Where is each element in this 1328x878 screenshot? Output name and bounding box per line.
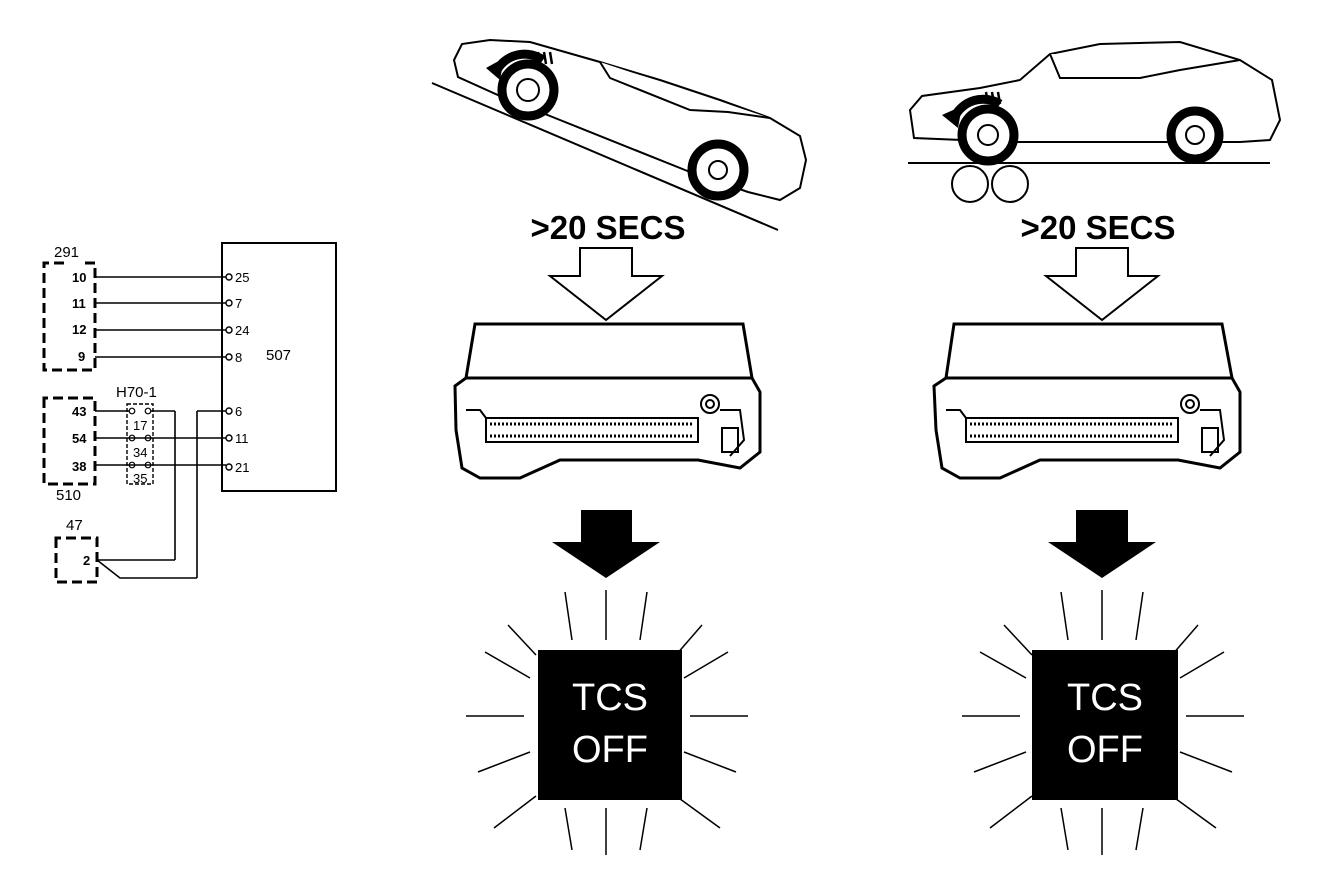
panel-incline: >20 SECS xyxy=(431,38,808,855)
connector-510-pin: 54 xyxy=(72,431,87,446)
connector-510-pin: 43 xyxy=(72,404,86,419)
wires-47 xyxy=(96,559,197,579)
hollow-arrow-icon xyxy=(547,247,665,322)
connector-47-box xyxy=(54,536,99,584)
connector-510-label: 510 xyxy=(56,487,81,504)
module-507-pins xyxy=(225,273,233,471)
connector-h70-pin: 35 xyxy=(133,471,147,486)
panel-rollers: >20 SECS xyxy=(908,40,1282,855)
lamp-text-line1: TCS xyxy=(572,677,648,719)
tcs-off-lamp xyxy=(538,650,682,800)
connector-h70-box xyxy=(126,403,154,485)
connector-510-pin: 38 xyxy=(72,459,86,474)
connector-510-box xyxy=(42,396,97,486)
connector-291-label: 291 xyxy=(54,244,79,261)
wiring-schematic: 291 10 11 12 9 507 25 7 24 8 6 11 21 xyxy=(42,242,337,584)
connector-291-pin: 11 xyxy=(72,296,86,311)
wires-510-507 xyxy=(95,410,226,578)
solid-arrow-icon xyxy=(1048,510,1156,578)
car-on-rollers-illustration xyxy=(908,40,1282,203)
module-507-pin: 25 xyxy=(235,270,249,285)
lamp-text-line2: OFF xyxy=(572,729,648,771)
lamp-rays xyxy=(962,590,1244,855)
connector-47-pin: 2 xyxy=(83,553,90,568)
module-507-pin: 21 xyxy=(235,460,249,475)
connector-h70-pin: 34 xyxy=(133,445,147,460)
connector-291-pin: 9 xyxy=(78,349,85,364)
module-507-pin: 7 xyxy=(235,296,242,311)
module-507-label: 507 xyxy=(266,347,291,364)
connector-291-box xyxy=(42,261,97,372)
module-507-pin: 6 xyxy=(235,404,242,419)
module-507-box xyxy=(221,242,337,492)
module-507-pin: 8 xyxy=(235,350,242,365)
connector-h70-label: H70-1 xyxy=(116,384,157,401)
solid-arrow-icon xyxy=(552,510,660,578)
wires-291-507 xyxy=(95,276,226,358)
lamp-text-line2: OFF xyxy=(1067,729,1143,771)
connector-47-label: 47 xyxy=(66,517,83,534)
hollow-arrow-icon xyxy=(1043,247,1161,322)
module-507-pin: 11 xyxy=(235,431,249,446)
tcs-off-lamp xyxy=(1032,650,1178,800)
control-module-icon xyxy=(932,322,1242,480)
duration-label: >20 SECS xyxy=(1020,209,1175,246)
connector-h70-pin: 17 xyxy=(133,418,147,433)
duration-label: >20 SECS xyxy=(530,209,685,246)
lamp-text-line1: TCS xyxy=(1067,677,1143,719)
control-module-icon xyxy=(453,322,762,480)
connector-291-pin: 12 xyxy=(72,322,86,337)
connector-291-pin: 10 xyxy=(72,270,86,285)
car-on-incline-illustration xyxy=(431,38,808,231)
lamp-rays xyxy=(466,590,748,855)
module-507-pin: 24 xyxy=(235,323,249,338)
